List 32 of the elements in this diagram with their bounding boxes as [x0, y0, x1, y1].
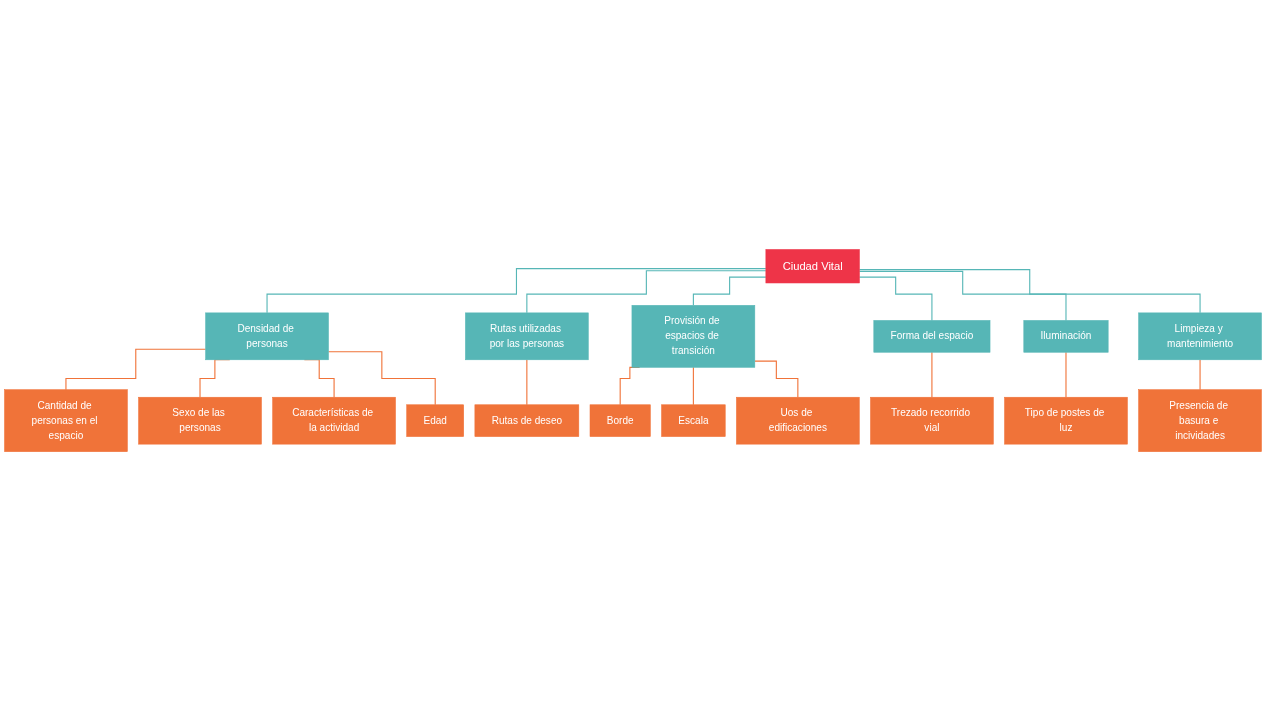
node-box: Borde: [589, 404, 651, 438]
node-box: Escala: [661, 404, 726, 438]
node-box: Forma del espacio: [873, 320, 991, 353]
connector: [266, 268, 767, 314]
node-box: Uos de edificaciones: [736, 397, 860, 445]
node-box: Trezado recorrido vial: [870, 397, 994, 445]
node-box: Provisión de espacios de transición: [631, 305, 756, 369]
node-box: Características de la actividad: [272, 397, 396, 445]
node-box: Densidad de personas: [205, 313, 329, 361]
connector: [692, 367, 694, 406]
node-box: Rutas de deseo: [474, 404, 580, 438]
node-box: Sexo de las personas: [138, 397, 262, 445]
node-box: Limpieza y mantenimiento: [1138, 313, 1262, 361]
connector: [931, 352, 933, 399]
connector: [858, 269, 1201, 314]
node-box: Edad: [406, 404, 464, 438]
node-box: Cantidad de personas en el espacio: [4, 389, 128, 453]
connector: [692, 277, 767, 307]
node-box: Iluminación: [1023, 320, 1109, 353]
connector: [327, 351, 436, 406]
connector: [754, 361, 799, 399]
connector: [526, 359, 528, 406]
node-box: Rutas utilizadas por las personas: [465, 313, 589, 361]
node-box: Ciudad Vital: [765, 249, 860, 284]
node-box: Tipo de postes de luz: [1004, 397, 1128, 445]
connector: [858, 271, 1067, 322]
connector: [858, 277, 933, 322]
node-box: Presencia de basura e incividades: [1138, 389, 1262, 453]
connector: [65, 349, 207, 391]
connector: [526, 270, 767, 314]
connector: [1199, 359, 1201, 391]
connector: [1065, 352, 1067, 399]
